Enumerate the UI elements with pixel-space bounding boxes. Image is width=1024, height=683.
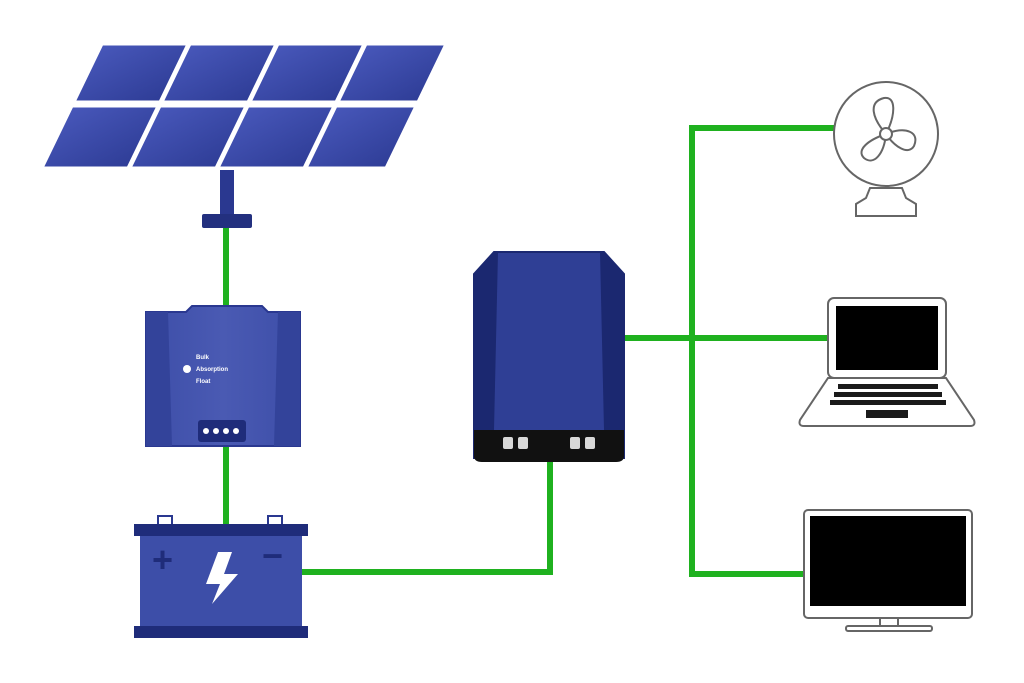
solar-panel-cells [39, 42, 449, 170]
solar-panel-pole [220, 170, 234, 216]
absorption-led-icon [183, 365, 191, 373]
led-label-bulk: Bulk [196, 355, 210, 361]
solar-panel-icon [39, 42, 449, 228]
laptop-icon [798, 297, 976, 427]
wires [223, 125, 839, 577]
solar-panel-mount [202, 214, 252, 228]
battery-negative-symbol: − [262, 535, 283, 576]
fan-icon [833, 81, 939, 217]
inverter-sockets [503, 437, 595, 449]
charge-controller-icon: Bulk Absorption Float [145, 305, 301, 447]
battery-positive-symbol: + [152, 539, 173, 580]
laptop-keyboard [830, 384, 946, 418]
led-label-absorption: Absorption [196, 367, 228, 373]
monitor-icon [803, 509, 973, 632]
wire-battery-to-inverter [301, 459, 553, 575]
inverter-icon [473, 251, 625, 462]
battery-icon: + − [134, 515, 308, 638]
controller-terminals [203, 428, 239, 434]
monitor-screen [810, 516, 966, 606]
lightning-bolt-icon [206, 552, 238, 604]
laptop-screen [836, 306, 938, 370]
led-label-float: Float [196, 379, 210, 385]
